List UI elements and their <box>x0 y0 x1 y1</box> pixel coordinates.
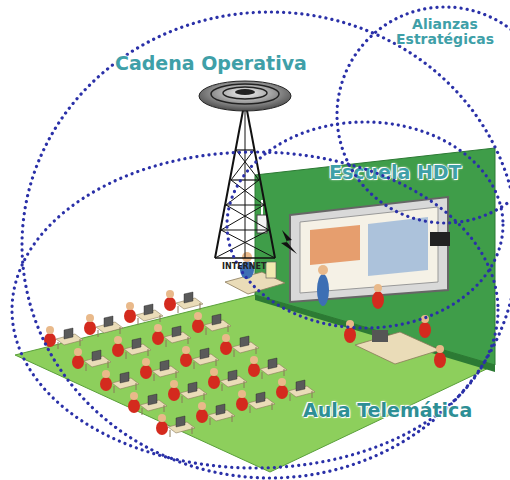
region-label: Escuela HDT <box>329 162 510 183</box>
whiteboard <box>290 197 448 302</box>
dotted-ellipse <box>227 122 503 328</box>
teacher-figure <box>317 274 329 306</box>
screen-content <box>310 225 360 265</box>
student-figure <box>421 315 429 323</box>
group-phone <box>372 330 388 342</box>
screen-content <box>368 217 428 276</box>
student-figure <box>436 345 444 353</box>
student-figure <box>344 327 356 343</box>
outer-ellipse: Cadena OperativaEscuela HDT Aula Telemáti… <box>20 10 510 480</box>
ellipse-region: Aula Telemática <box>10 150 500 470</box>
teacher-monitor <box>266 262 276 278</box>
student-desks <box>44 290 315 437</box>
teacher-figure <box>318 265 328 275</box>
speaker <box>430 232 450 246</box>
dotted-outline <box>225 120 505 330</box>
region-label: Aula Telemática <box>303 400 510 421</box>
region-label: Cadena Operativa <box>115 53 345 74</box>
dotted-ellipse <box>337 7 510 223</box>
student-figure <box>374 284 382 292</box>
dotted-outline <box>10 150 500 470</box>
antenna-tower <box>215 100 275 258</box>
ellipse-region: Escuela HDT <box>225 120 505 330</box>
teacher-figure <box>242 252 252 262</box>
dotted-ellipse <box>22 12 510 478</box>
icon-caption: INTERNET <box>222 262 266 271</box>
student-figure <box>434 352 446 368</box>
circle-region: Alianzas Estratégicas <box>335 5 510 225</box>
classroom-floor <box>15 295 495 472</box>
student-figure <box>372 291 384 309</box>
lightning-symbol <box>281 230 297 254</box>
signal-rings <box>199 81 291 111</box>
student-figure <box>346 320 354 328</box>
region-label: Alianzas Estratégicas <box>380 17 510 48</box>
student-figure <box>419 322 431 338</box>
